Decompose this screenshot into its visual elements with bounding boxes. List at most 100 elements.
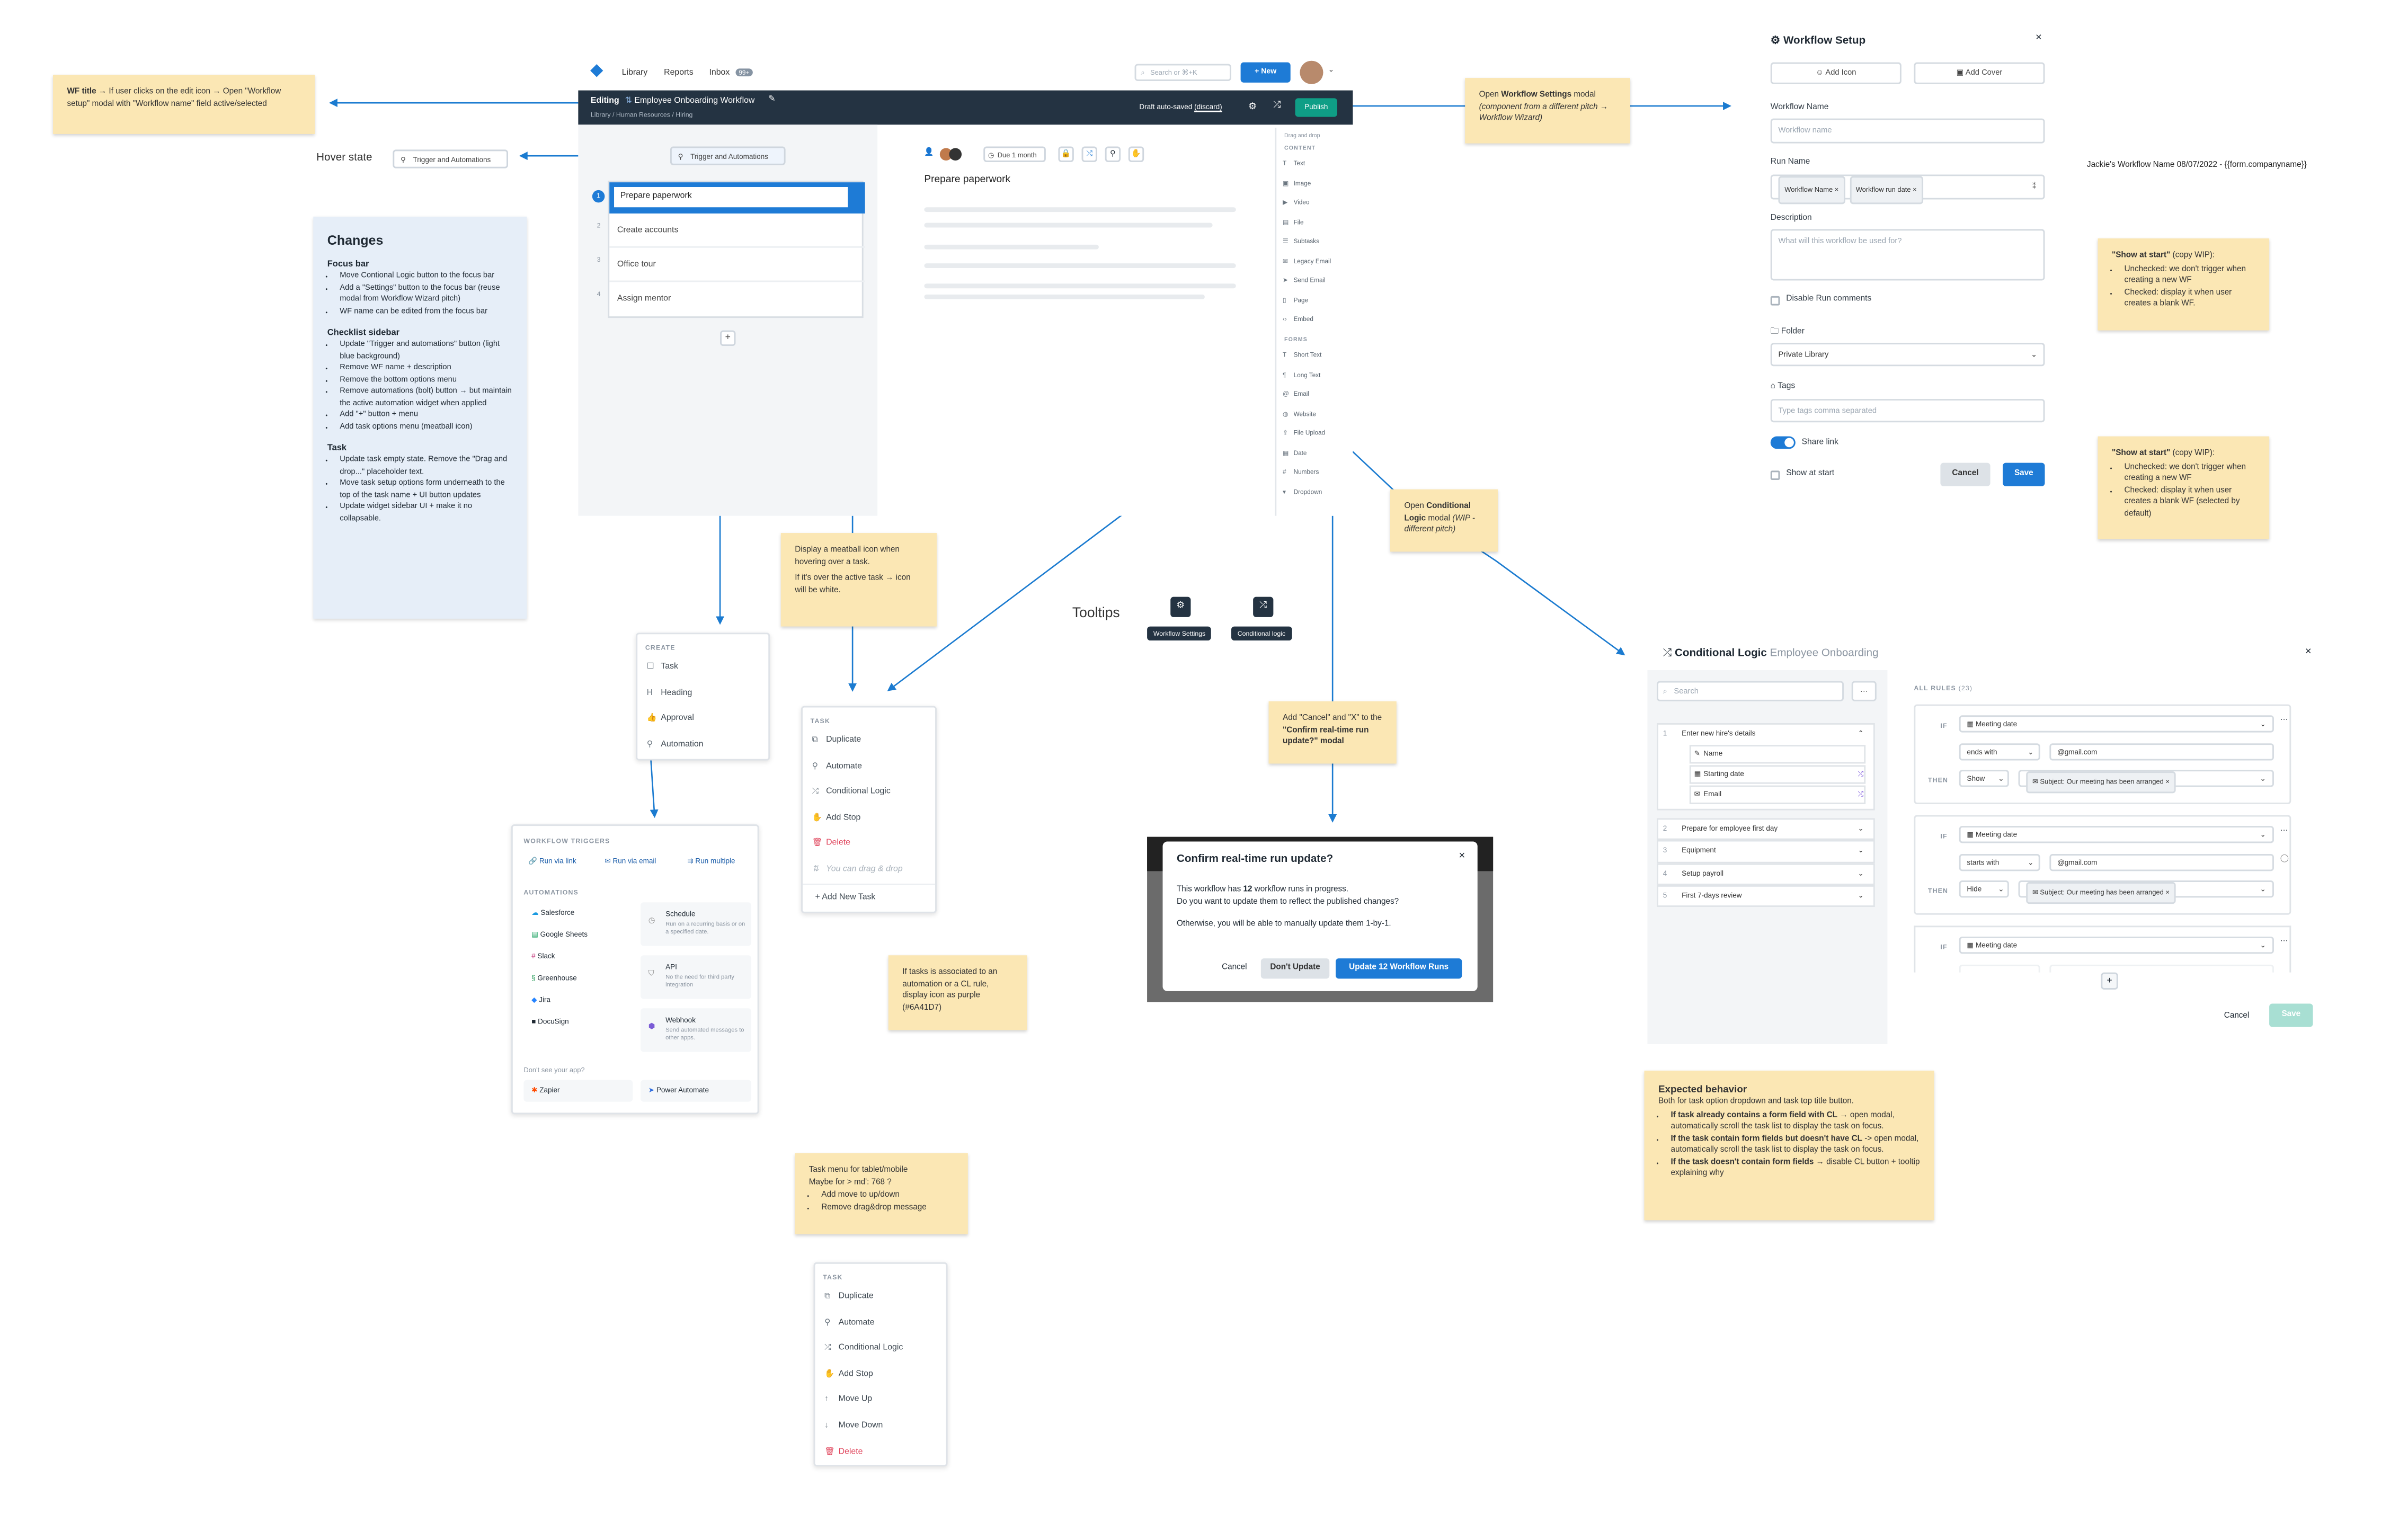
move-down-item[interactable]: ↓Move Down <box>815 1413 946 1439</box>
chip-workflow-name[interactable]: Workflow Name × <box>1778 176 1845 204</box>
gear-icon[interactable]: ⚙ <box>1248 103 1257 112</box>
add-stop-item[interactable]: ✋Add Stop <box>803 805 935 831</box>
nav-library[interactable]: Library <box>621 68 648 78</box>
target-select[interactable]: ✉ Subject: Our meeting has been arranged… <box>2018 880 2274 904</box>
avatar[interactable] <box>1300 60 1323 84</box>
workflow-name-input[interactable]: Workflow name <box>1770 118 2045 144</box>
operator-select[interactable]: ends with⌄ <box>1959 743 2040 761</box>
update-runs-button[interactable]: Update 12 Workflow Runs <box>1336 958 1462 979</box>
cancel-button[interactable]: Cancel <box>1222 963 1247 973</box>
power-automate-card[interactable]: ➤ Power Automate <box>641 1080 751 1102</box>
zapier-card[interactable]: ✱ Zapier <box>523 1080 633 1102</box>
operator-select[interactable]: starts with⌄ <box>1959 854 2040 871</box>
if-field-select[interactable]: ▦ Meeting date⌄ <box>1959 936 2274 954</box>
value-input[interactable] <box>2049 964 2274 973</box>
task-row[interactable]: Office tour <box>609 248 865 282</box>
assign-icon[interactable]: 👤 <box>924 148 934 158</box>
if-field-select[interactable]: ▦ Meeting date⌄ <box>1959 715 2274 733</box>
app-slack[interactable]: # Slack <box>531 952 555 960</box>
widget-subtasks[interactable]: ☰Subtasks <box>1279 232 1345 252</box>
description-input[interactable]: What will this workflow be used for? <box>1770 229 2045 281</box>
close-icon[interactable]: × <box>1459 851 1465 862</box>
new-button[interactable]: + New <box>1240 62 1291 83</box>
if-field-select[interactable]: ▦ Meeting date⌄ <box>1959 826 2274 843</box>
disable-comments-checkbox[interactable] <box>1770 296 1780 306</box>
trigger-automations-button[interactable]: ⚲Trigger and Automations <box>670 146 786 165</box>
widget-numbers[interactable]: #Numbers <box>1279 463 1345 483</box>
tags-input[interactable]: Type tags comma separated <box>1770 399 2045 423</box>
widget-send-email[interactable]: ➤Send Email <box>1279 271 1345 291</box>
chevron-down-icon[interactable]: ⌄ <box>1328 65 1335 75</box>
create-task-item[interactable]: ☐Task <box>637 655 768 681</box>
share-link-toggle[interactable] <box>1770 436 1796 449</box>
add-icon-button[interactable]: ☺ Add Icon <box>1770 62 1901 84</box>
more-options-button[interactable]: ··· <box>1851 681 1877 701</box>
discard-link[interactable]: (discard) <box>1194 103 1222 111</box>
search-input[interactable]: ⌕Search or ⌘+K <box>1134 64 1231 81</box>
add-task-button[interactable]: + <box>720 330 736 346</box>
cl-field-row[interactable]: ▦Starting date⤮ <box>1689 766 1866 785</box>
close-icon[interactable]: × <box>2305 646 2312 658</box>
duplicate-item[interactable]: ⧉Duplicate <box>803 728 935 754</box>
cancel-button[interactable]: Cancel <box>1940 462 1991 486</box>
save-button[interactable]: Save <box>2003 462 2045 486</box>
operator-select[interactable] <box>1959 964 2040 973</box>
comment-icon[interactable]: ◯ <box>2280 854 2289 864</box>
api-card[interactable]: API No the need for third party integrat… <box>641 955 751 999</box>
schedule-card[interactable]: Schedule Run on a recurring basis or on … <box>641 902 751 946</box>
task-title[interactable]: Prepare paperwork <box>924 174 1011 186</box>
add-stop-item[interactable]: ✋Add Stop <box>815 1361 946 1387</box>
delete-item[interactable]: 🗑Delete <box>803 831 935 857</box>
task-row[interactable]: Create accounts <box>609 213 865 248</box>
automate-item[interactable]: ⚲Automate <box>803 754 935 780</box>
workflow-title[interactable]: Employee Onboarding Workflow <box>634 96 755 106</box>
conditional-logic-item[interactable]: ⤮Conditional Logic <box>815 1336 946 1362</box>
add-rule-button[interactable]: + <box>2101 972 2118 990</box>
magic-icon[interactable]: ⁑ <box>2032 182 2037 192</box>
breadcrumb-item[interactable]: Human Resources <box>616 110 670 119</box>
conditional-logic-icon[interactable]: ⤮ <box>1273 101 1281 111</box>
widget-dropdown[interactable]: ▾Dropdown <box>1279 482 1345 502</box>
duplicate-item[interactable]: ⧉Duplicate <box>815 1284 946 1310</box>
folder-select[interactable]: Private Library⌄ <box>1770 343 2045 367</box>
dont-update-button[interactable]: Don't Update <box>1260 958 1330 979</box>
close-icon[interactable]: × <box>2035 32 2042 44</box>
bolt-icon[interactable]: ⚲ <box>1105 146 1121 162</box>
nav-inbox[interactable]: Inbox <box>709 68 730 78</box>
add-new-task-item[interactable]: + Add New Task <box>815 892 876 902</box>
breadcrumb-item[interactable]: Library <box>590 110 611 119</box>
lock-icon[interactable]: 🔒 <box>1058 146 1074 162</box>
action-select[interactable]: Hide⌄ <box>1959 880 2009 898</box>
meatball-icon[interactable]: ··· <box>2280 715 2288 725</box>
action-select[interactable]: Show⌄ <box>1959 770 2009 787</box>
widget-long-text[interactable]: ¶Long Text <box>1279 366 1345 385</box>
due-date-button[interactable]: ◷Due 1 month <box>983 146 1046 162</box>
save-button[interactable]: Save <box>2269 1003 2313 1027</box>
stop-icon[interactable]: ✋ <box>1128 146 1144 162</box>
task-row[interactable]: Assign mentor <box>617 294 671 304</box>
meatball-icon[interactable]: ··· <box>2280 826 2288 835</box>
task-row-active[interactable]: Prepare paperwork <box>609 182 865 214</box>
move-up-item[interactable]: ↑Move Up <box>815 1387 946 1413</box>
cl-field-row[interactable]: ✎Name <box>1689 745 1866 764</box>
gear-icon[interactable]: ⚙ <box>1170 597 1191 617</box>
breadcrumb-item[interactable]: Hiring <box>676 110 693 119</box>
logo-icon[interactable]: ◆ <box>590 62 603 80</box>
webhook-card[interactable]: Webhook Send automated messages to other… <box>641 1008 751 1052</box>
widget-page[interactable]: ▯Page <box>1279 291 1345 310</box>
cl-field-row[interactable]: ✉Email⤮ <box>1689 786 1866 805</box>
hover-trigger-button[interactable]: ⚲Trigger and Automations <box>393 149 508 168</box>
meatball-icon[interactable]: ··· <box>2280 936 2288 946</box>
widget-image[interactable]: ▣Image <box>1279 174 1345 193</box>
show-at-start-checkbox[interactable] <box>1770 470 1780 480</box>
app-salesforce[interactable]: ☁ Salesforce <box>531 909 574 918</box>
widget-email[interactable]: @Email <box>1279 385 1345 405</box>
widget-legacy-email[interactable]: ✉Legacy Email <box>1279 252 1345 271</box>
chip-run-date[interactable]: Workflow run date × <box>1849 176 1923 204</box>
